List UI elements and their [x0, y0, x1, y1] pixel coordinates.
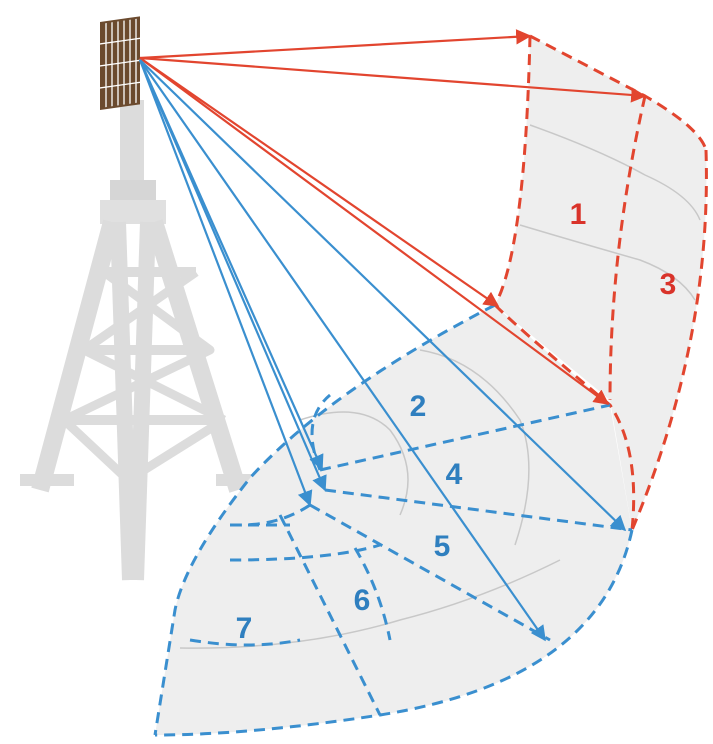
zone-labels: 1 2 3 4 5 6 7 [236, 198, 677, 645]
zone-label-7: 7 [236, 612, 253, 645]
blue-sector-boundaries [153, 303, 634, 737]
zone-label-1: 1 [570, 198, 587, 231]
zone-label-6: 6 [354, 584, 371, 617]
blue-beams [138, 59, 627, 642]
zone-label-3: 3 [660, 268, 677, 301]
red-beams [139, 29, 647, 405]
antenna-panel-icon [100, 16, 140, 110]
zone-label-2: 2 [410, 390, 427, 423]
zone-label-5: 5 [434, 530, 451, 563]
zone-label-4: 4 [446, 458, 463, 491]
cell-tower-icon [20, 100, 256, 581]
coverage-fills [155, 36, 707, 735]
